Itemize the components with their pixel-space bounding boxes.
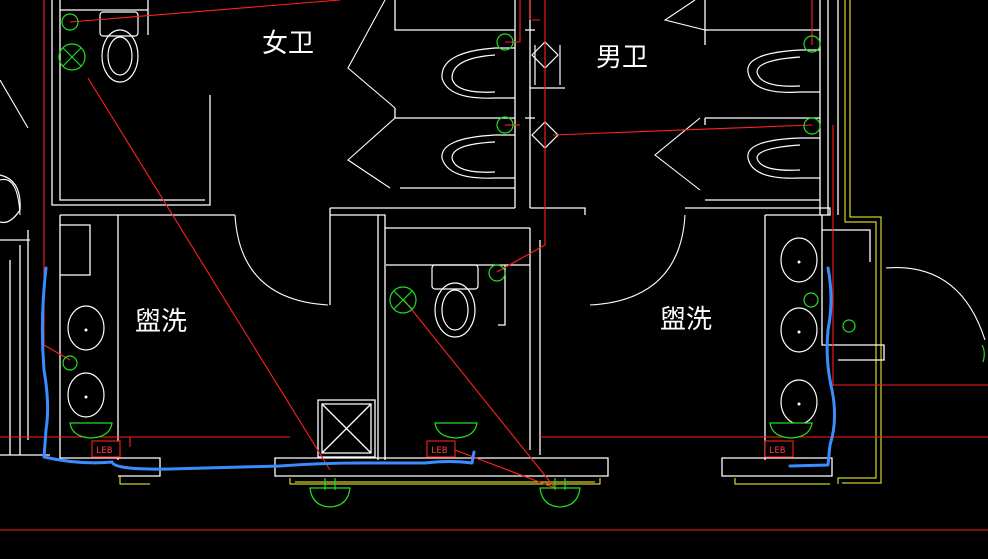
wall-lamp-icon bbox=[69, 422, 113, 439]
toilet-fixture bbox=[431, 264, 479, 338]
lamp-icon bbox=[803, 35, 821, 53]
doors bbox=[0, 0, 986, 341]
wall-lamp-icon bbox=[769, 422, 813, 439]
room-labels: 女卫 男卫 盥洗 盥洗 bbox=[135, 29, 712, 337]
room-label-men: 男卫 bbox=[596, 43, 648, 73]
lamp-icon bbox=[62, 355, 78, 371]
lamp-icon bbox=[842, 319, 856, 333]
wall-lamp-icon bbox=[539, 487, 581, 508]
lamp-icon bbox=[488, 264, 506, 282]
leb-label: LEB bbox=[769, 446, 785, 456]
lamp-icon bbox=[803, 292, 819, 308]
toilet-fixture bbox=[99, 11, 139, 83]
sink-fixture bbox=[780, 237, 818, 425]
sink-fixture bbox=[67, 305, 105, 418]
electrical-wiring bbox=[0, 0, 988, 531]
leb-label: LEB bbox=[431, 446, 447, 456]
toilet-fixture bbox=[441, 134, 515, 179]
toilet-fixture bbox=[441, 47, 515, 99]
room-label-wash-left: 盥洗 bbox=[135, 307, 187, 337]
wall-lamp-icon bbox=[434, 422, 478, 439]
lamp-icon bbox=[496, 116, 514, 134]
lamp-icon bbox=[496, 33, 514, 51]
edge-device-fragment bbox=[981, 344, 985, 363]
water-supply-pipe bbox=[40, 266, 837, 471]
room-label-wash-right: 盥洗 bbox=[660, 305, 712, 335]
exhaust-fan-icon bbox=[389, 286, 417, 314]
toilet-fixture bbox=[747, 49, 820, 93]
urinal-fixture bbox=[530, 41, 565, 149]
toilet-fixture bbox=[747, 137, 820, 179]
lamp-icon bbox=[61, 13, 79, 31]
wall-lamp-icon bbox=[309, 487, 351, 508]
leb-terminal-boxes: LEB LEB LEB bbox=[91, 440, 794, 458]
building-outline bbox=[119, 0, 882, 485]
fixtures bbox=[0, 11, 820, 425]
exhaust-fan-icon bbox=[58, 43, 86, 71]
room-label-women: 女卫 bbox=[262, 29, 314, 59]
electrical-devices bbox=[58, 13, 856, 508]
lamp-icon bbox=[803, 117, 821, 135]
leb-label: LEB bbox=[96, 446, 112, 456]
